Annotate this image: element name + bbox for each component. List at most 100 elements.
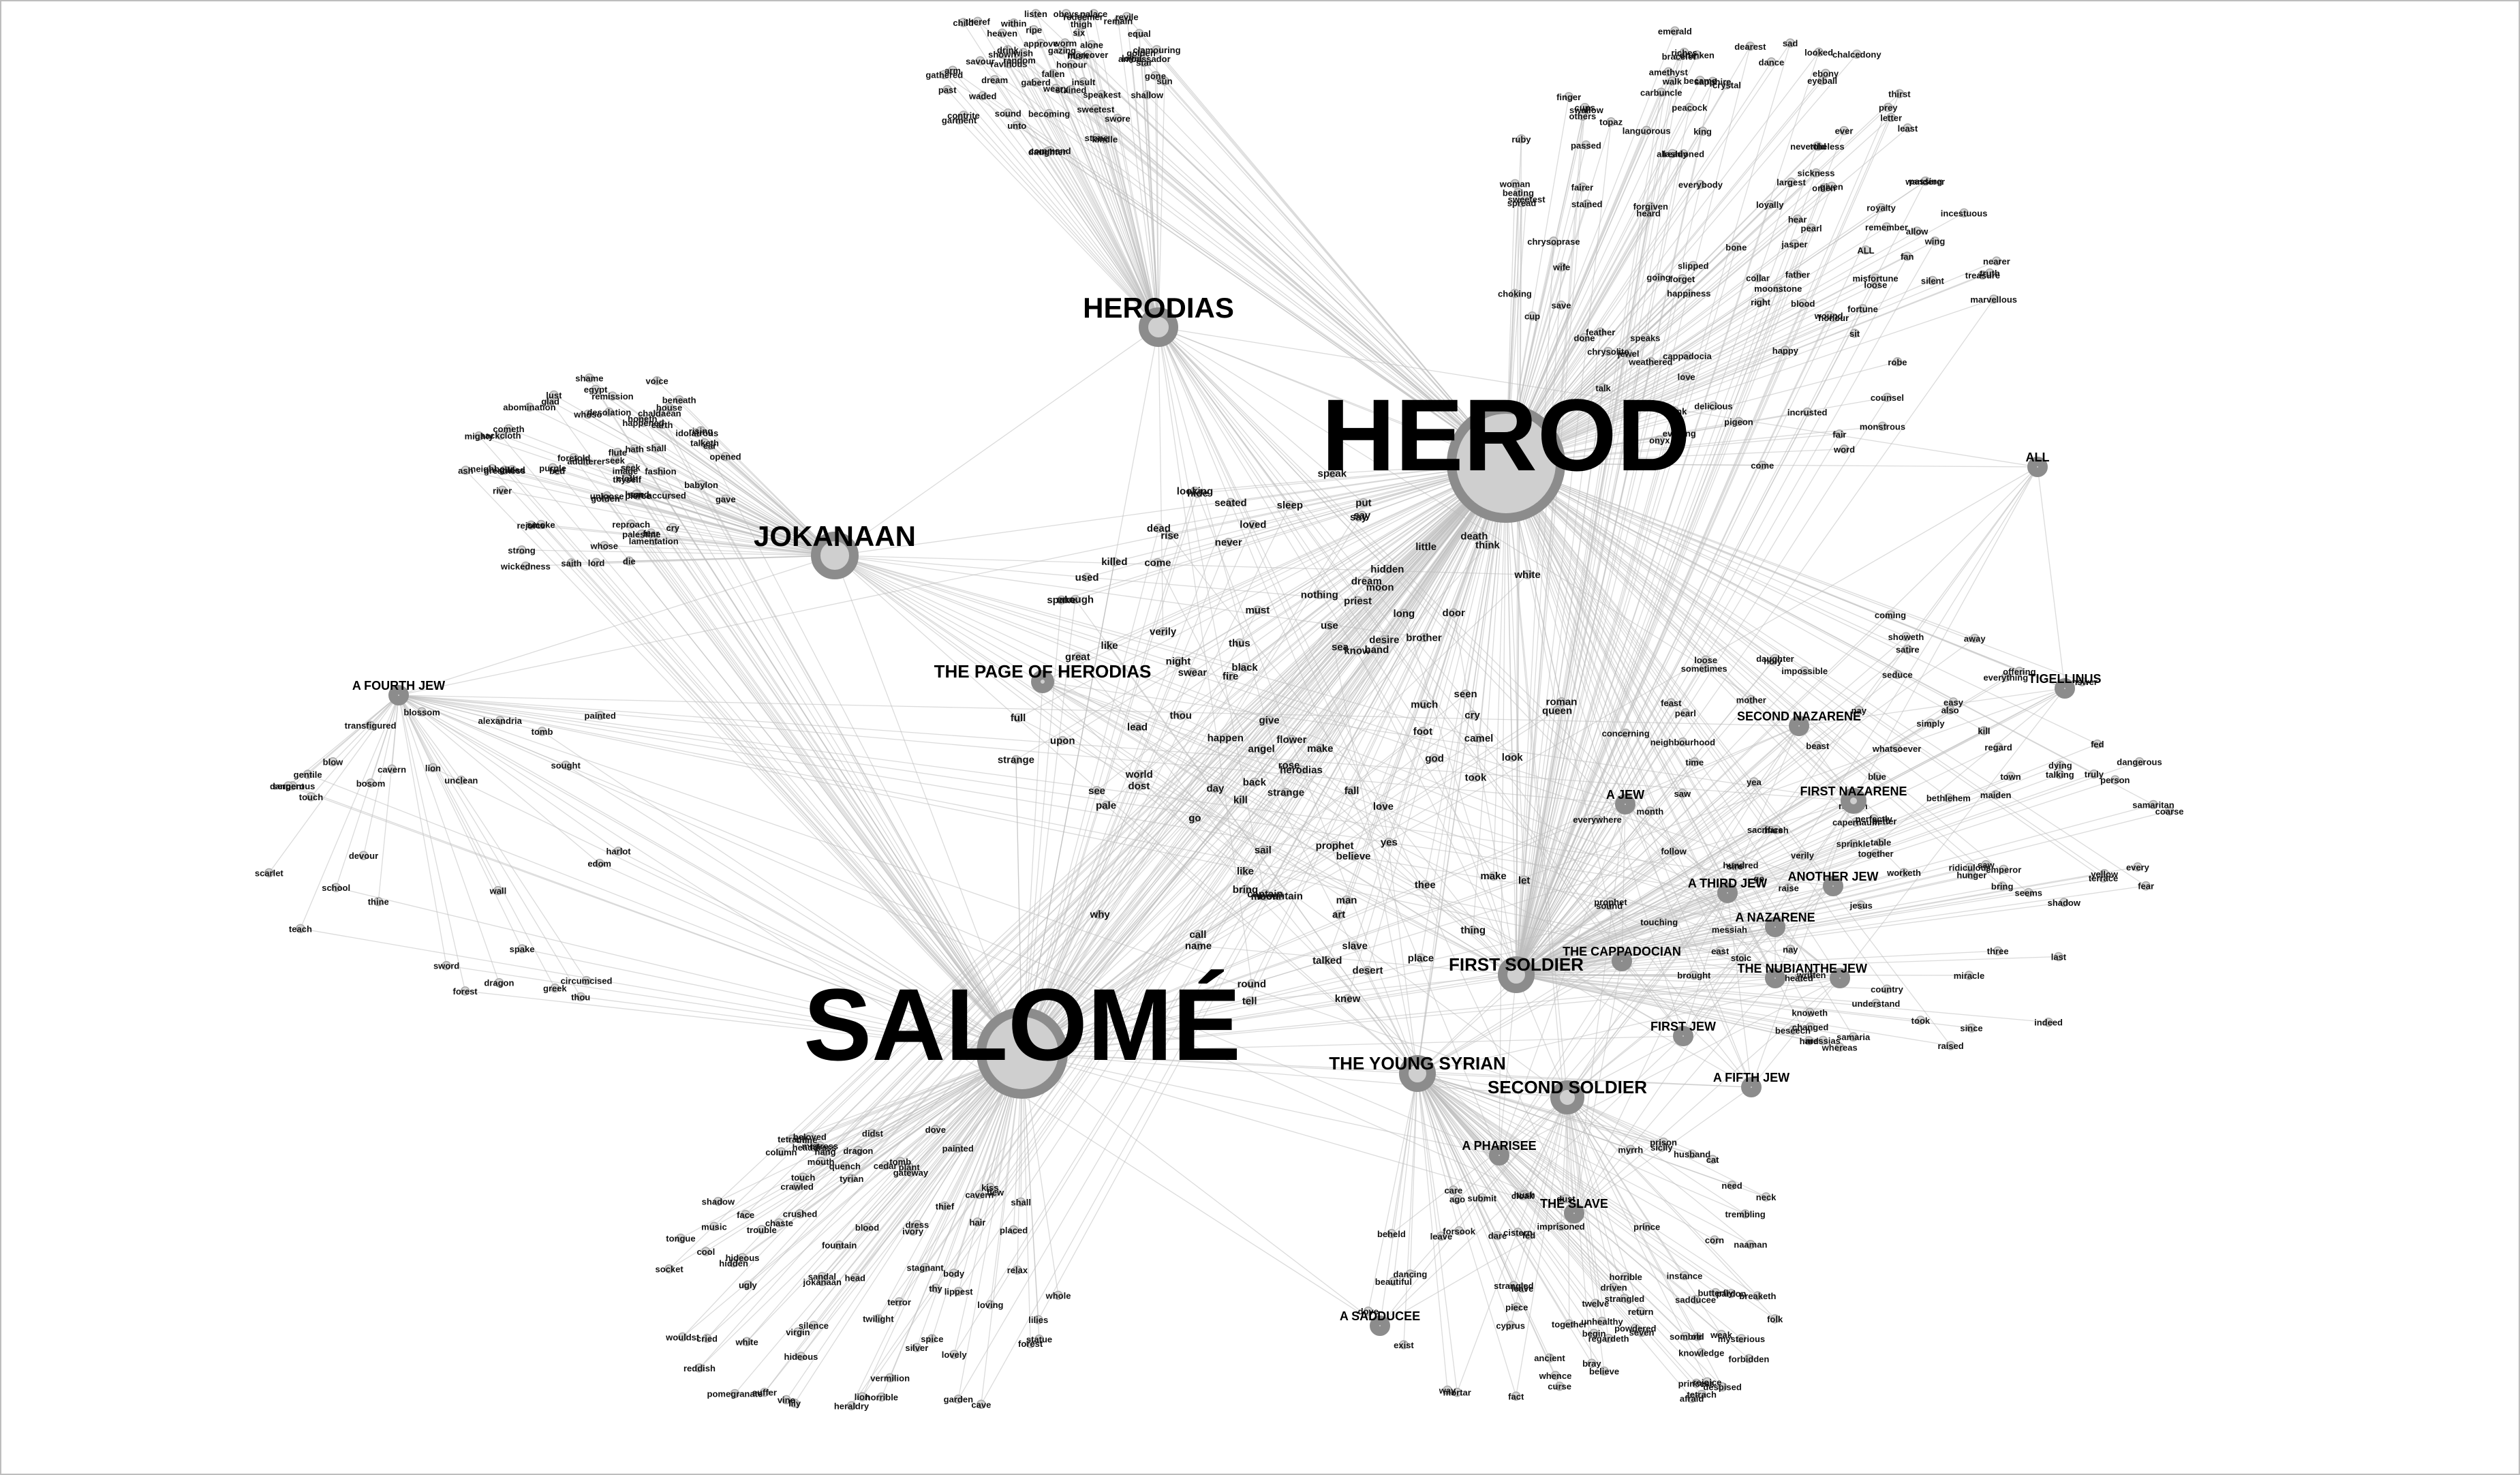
word-label: wish: [1013, 48, 1033, 58]
word-label: transfigured: [345, 720, 397, 731]
word-edge: [1516, 819, 1598, 975]
word-label: kindle: [1092, 134, 1118, 145]
word-label: cave: [971, 1399, 991, 1410]
hub-edge-herodias-all: [1158, 326, 2038, 468]
word-edge: [1021, 600, 1062, 1054]
word-node: [1036, 38, 1046, 48]
word-edge: [1417, 1073, 1751, 1245]
word-label: stained: [1571, 199, 1603, 209]
word-label: shadow: [702, 1197, 735, 1207]
word-label: unhealthy: [1581, 1317, 1623, 1327]
word-edge: [530, 524, 1023, 1054]
word-node: [1884, 102, 1893, 112]
word-label: mighty: [465, 431, 494, 442]
word-label: sit: [1849, 329, 1860, 339]
word-edge: [1567, 1097, 1593, 1364]
word-label: neighbourhood: [1650, 738, 1715, 748]
word-label: roman: [1546, 697, 1578, 708]
word-label: maiden: [1980, 790, 2012, 800]
word-edge: [1505, 463, 1908, 650]
word-edge: [1417, 1073, 1596, 1304]
word-edge: [1505, 53, 1858, 464]
word-label: miracle: [1954, 971, 1985, 981]
word-edge: [1516, 153, 1673, 975]
word-edge: [1505, 463, 1777, 830]
word-label: beheld: [1377, 1229, 1406, 1239]
word-label: cool: [697, 1247, 716, 1257]
word-label: forsook: [1443, 1226, 1475, 1236]
word-label: knowledge: [1678, 1348, 1724, 1358]
word-node: [997, 28, 1007, 38]
word-edge: [1417, 1073, 1732, 1294]
word-edge: [300, 695, 399, 929]
hub-edge-fourth-jew-third-jew: [398, 695, 1728, 894]
word-label: cappadocia: [1663, 351, 1712, 361]
hub-label-first-nazarene: FIRST NAZARENE: [1800, 785, 1907, 798]
word-node: [1684, 288, 1694, 298]
word-edge: [1417, 1073, 1610, 1339]
word-label: lovely: [942, 1350, 968, 1360]
word-edge: [1505, 272, 1991, 464]
word-label: folk: [1767, 1314, 1783, 1324]
word-edge: [1516, 854, 1803, 975]
word-edge: [1251, 463, 1507, 984]
word-label: body: [943, 1268, 965, 1279]
word-edge: [1021, 701, 1562, 1054]
word-label: myrrh: [1618, 1144, 1643, 1155]
word-edge: [1505, 277, 1876, 464]
word-label: lippest: [944, 1287, 974, 1297]
word-edge: [1505, 463, 1984, 731]
word-edge: [398, 695, 619, 852]
word-node: [1097, 89, 1107, 100]
word-label: happiness: [1667, 288, 1710, 299]
word-node: [1646, 356, 1656, 367]
word-label: seen: [1454, 688, 1477, 700]
word-edge: [1505, 463, 1811, 1013]
word-edge: [705, 1052, 1023, 1252]
word-label: thine: [796, 1135, 817, 1145]
word-label: see: [1088, 785, 1105, 797]
word-node-layer: [264, 9, 2175, 1411]
word-label: honour: [1818, 313, 1849, 323]
word-label: right: [1751, 297, 1771, 307]
word-edge: [1158, 326, 1164, 632]
word-label: dragon: [843, 1146, 873, 1156]
word-edge: [1021, 845, 1335, 1054]
word-edge: [803, 463, 1507, 1178]
word-edge: [1021, 542, 1229, 1054]
word-label: showeth: [1888, 632, 1924, 642]
word-label: twelve: [1582, 1298, 1609, 1309]
word-edge: [989, 463, 1507, 1188]
word-edge: [1327, 960, 1418, 1074]
hub-label-herod: HEROD: [1321, 378, 1691, 492]
word-node: [1527, 311, 1537, 321]
word-label: unclean: [444, 776, 478, 786]
word-label: camel: [1464, 733, 1494, 744]
word-label: opened: [709, 452, 741, 462]
word-label: sea: [1332, 641, 1349, 653]
word-edge: [1505, 130, 1647, 464]
word-edge: [500, 435, 1023, 1054]
word-label: hear: [1788, 214, 1807, 224]
word-label: prey: [1879, 102, 1898, 112]
hub-edge-young-syrian-cappadocian: [1417, 960, 1623, 1074]
word-label: thine: [368, 897, 389, 907]
word-edge: [1505, 146, 1819, 464]
hub-edge-tigellinus-second-nazarene: [1798, 688, 2065, 727]
word-label: sound: [995, 108, 1021, 119]
word-node: [1015, 55, 1024, 65]
word-label: cyprus: [1496, 1320, 1525, 1330]
word-edge: [1002, 33, 1507, 464]
word-label: head: [845, 1273, 865, 1283]
word-node: [1066, 85, 1076, 95]
word-edge: [1013, 22, 1159, 328]
hub-edge-first-nazarene-second-nazarene: [1798, 725, 1854, 802]
hub-edge-herod-the-jew: [1505, 463, 1841, 979]
word-edge: [1417, 694, 1466, 1074]
edge-layer: [268, 13, 2170, 1406]
word-edge: [1505, 187, 1824, 464]
word-edge: [834, 555, 1358, 601]
word-edge: [333, 695, 399, 763]
word-edge: [1417, 1073, 1458, 1393]
word-edge: [656, 447, 835, 556]
